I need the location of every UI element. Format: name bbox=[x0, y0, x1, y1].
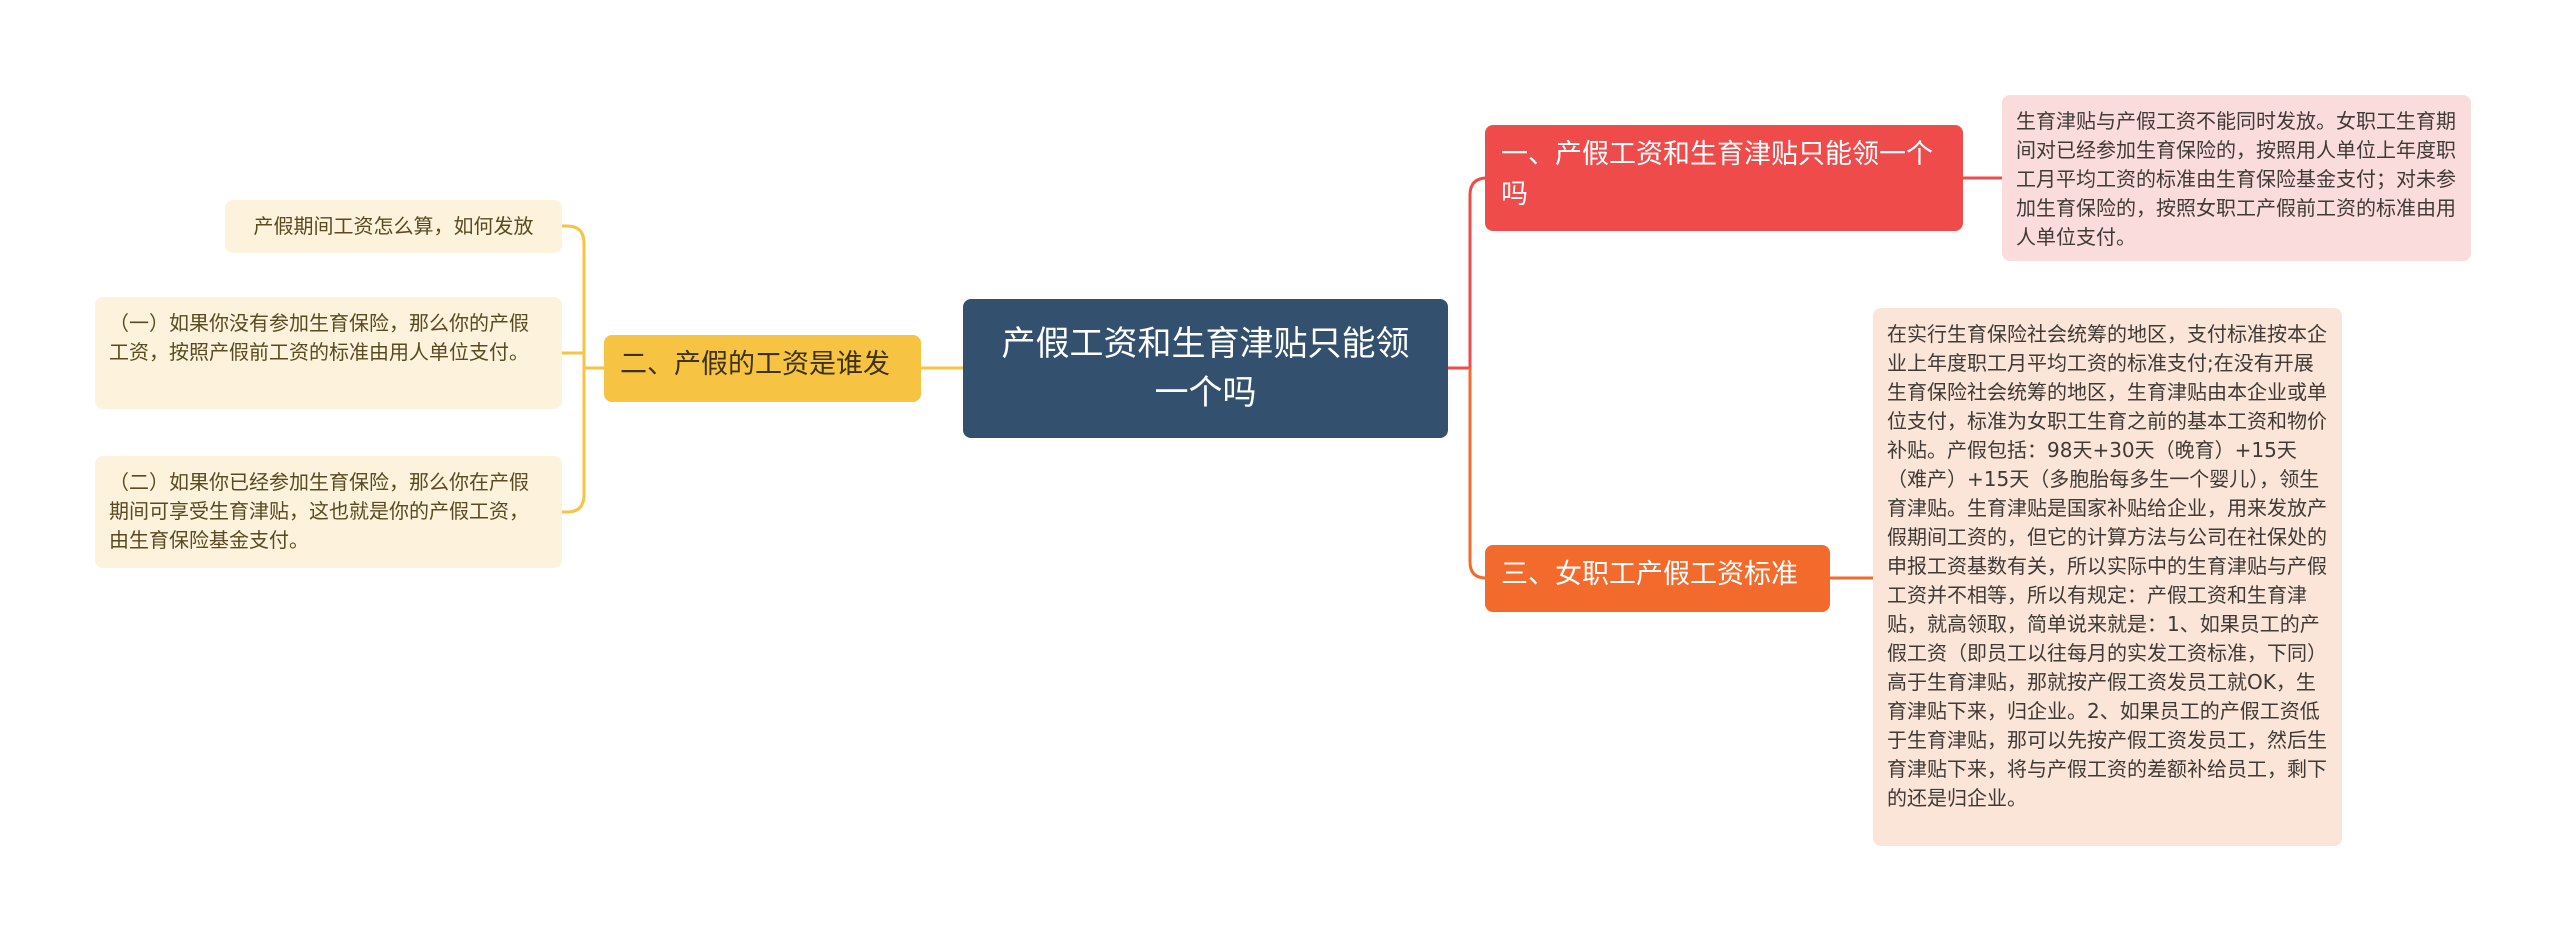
branch-2-leaf-2[interactable]: （一）如果你没有参加生育保险，那么你的产假工资，按照产假前工资的标准由用人单位支… bbox=[95, 297, 562, 409]
branch-topic-1[interactable]: 一、产假工资和生育津贴只能领一个吗 bbox=[1485, 125, 1963, 231]
branch-3-leaf-1[interactable]: 在实行生育保险社会统筹的地区，支付标准按本企业上年度职工月平均工资的标准支付;在… bbox=[1873, 308, 2342, 846]
branch-2-leaf-1[interactable]: 产假期间工资怎么算，如何发放 bbox=[225, 200, 562, 253]
connector-yellow-leaf-2 bbox=[562, 351, 586, 368]
branch-topic-2-label: 二、产假的工资是谁发 bbox=[620, 349, 890, 380]
branch-3-leaf-1-text: 在实行生育保险社会统筹的地区，支付标准按本企业上年度职工月平均工资的标准支付;在… bbox=[1887, 322, 2327, 810]
branch-2-leaf-2-text: （一）如果你没有参加生育保险，那么你的产假工资，按照产假前工资的标准由用人单位支… bbox=[109, 311, 529, 364]
branch-topic-2[interactable]: 二、产假的工资是谁发 bbox=[604, 335, 921, 402]
branch-2-leaf-3-text: （二）如果你已经参加生育保险，那么你在产假期间可享受生育津贴，这也就是你的产假工… bbox=[109, 470, 529, 552]
connector-root-branch-red bbox=[1468, 176, 1488, 368]
branch-1-leaf-1[interactable]: 生育津贴与产假工资不能同时发放。女职工生育期间对已经参加生育保险的，按照用人单位… bbox=[2002, 95, 2471, 261]
branch-topic-3-label: 三、女职工产假工资标准 bbox=[1501, 559, 1798, 590]
connector-root-branch-orange bbox=[1468, 368, 1487, 580]
branch-1-leaf-1-text: 生育津贴与产假工资不能同时发放。女职工生育期间对已经参加生育保险的，按照用人单位… bbox=[2016, 109, 2456, 249]
connector-yellow-leaf-3 bbox=[562, 368, 586, 514]
root-topic-label: 产假工资和生育津贴只能领一个吗 bbox=[1001, 323, 1410, 413]
branch-topic-3[interactable]: 三、女职工产假工资标准 bbox=[1485, 545, 1830, 612]
connector-yellow-leaf-1 bbox=[562, 224, 586, 368]
branch-topic-1-label: 一、产假工资和生育津贴只能领一个吗 bbox=[1501, 139, 1933, 210]
branch-2-leaf-3[interactable]: （二）如果你已经参加生育保险，那么你在产假期间可享受生育津贴，这也就是你的产假工… bbox=[95, 456, 562, 568]
branch-2-leaf-1-text: 产假期间工资怎么算，如何发放 bbox=[253, 214, 534, 238]
root-topic[interactable]: 产假工资和生育津贴只能领一个吗 bbox=[963, 299, 1448, 438]
